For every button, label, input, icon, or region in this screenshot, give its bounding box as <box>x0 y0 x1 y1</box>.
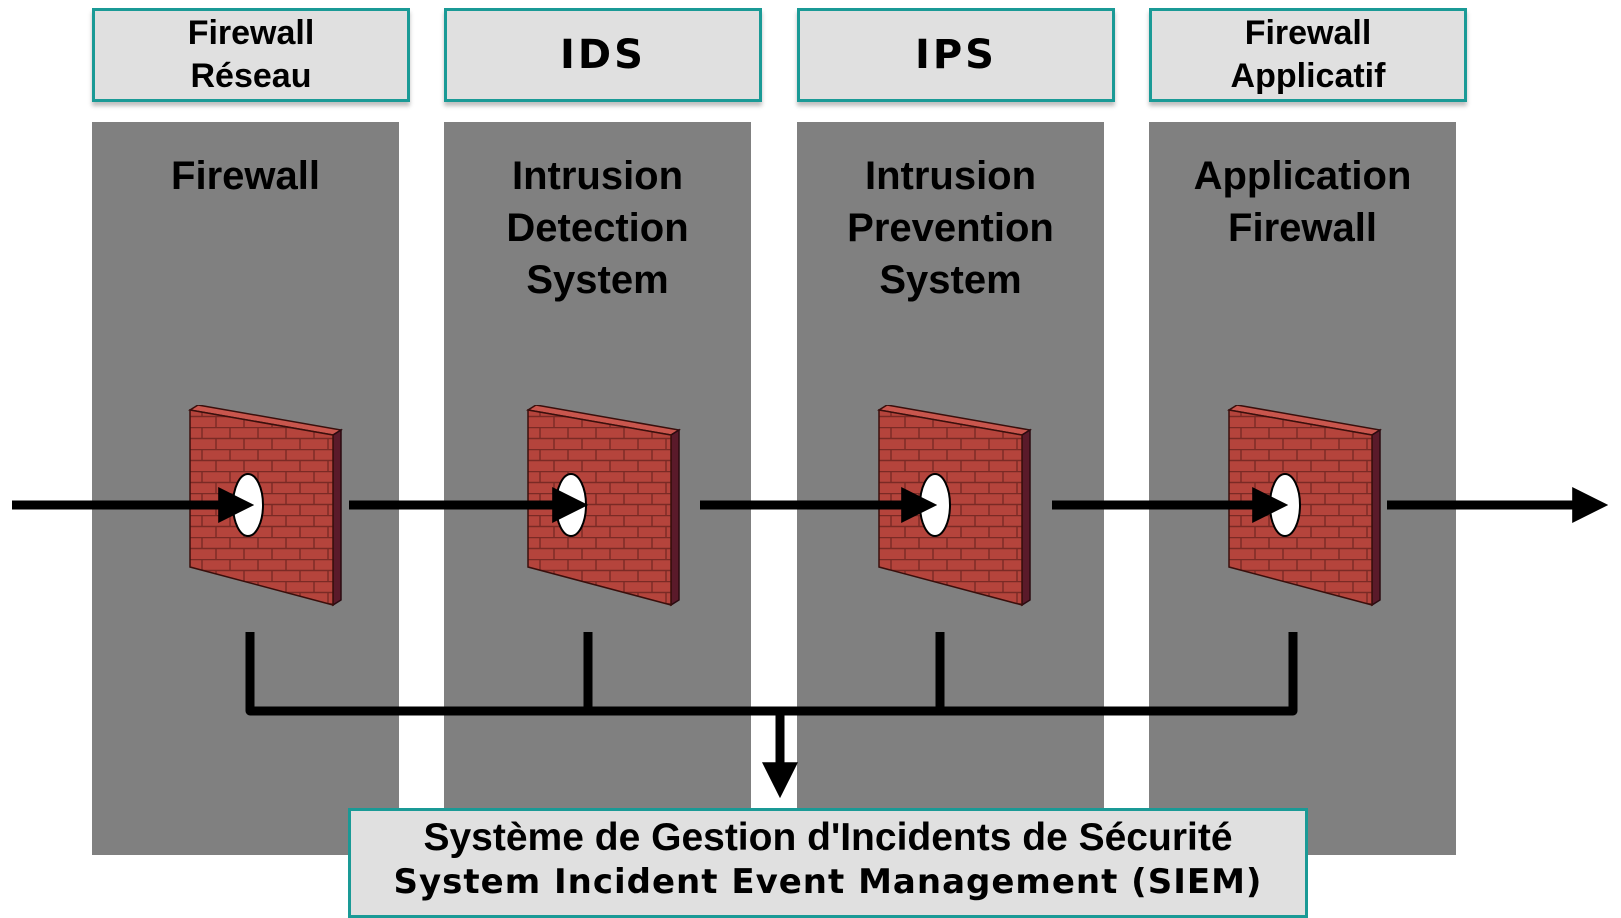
stage-title-ids: Intrusion Detection System <box>506 154 689 302</box>
stage-label-ids: IDS <box>444 8 762 102</box>
siem-box: Système de Gestion d'Incidents de Sécuri… <box>348 808 1308 918</box>
stage-title-application-firewall: Application Firewall <box>1193 154 1412 250</box>
stage-title-ips: Intrusion Prevention System <box>847 154 1054 302</box>
siem-title-en: System Incident Event Management (SIEM) <box>393 862 1263 902</box>
siem-title-fr: Système de Gestion d'Incidents de Sécuri… <box>423 816 1233 859</box>
stage-title-firewall: Firewall <box>171 154 320 198</box>
stage-label-firewall-reseau: Firewall Réseau <box>92 8 410 102</box>
stage-label-firewall-applicatif: Firewall Applicatif <box>1149 8 1467 102</box>
stage-label-ips: IPS <box>797 8 1115 102</box>
siem-connector <box>245 632 1298 716</box>
brick-wall-icon <box>1227 405 1382 607</box>
